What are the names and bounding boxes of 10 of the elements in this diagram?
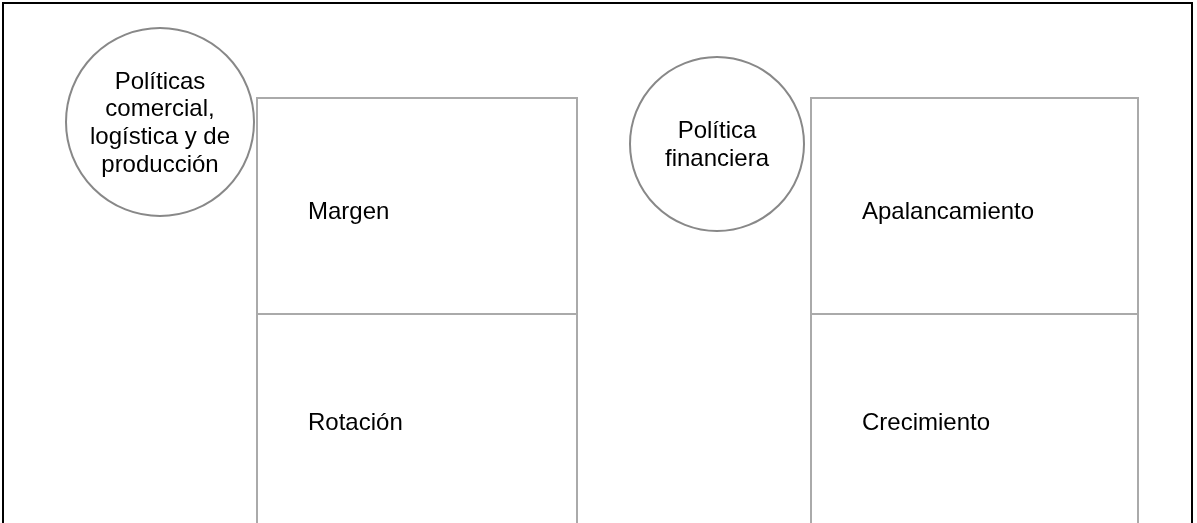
box-label: Margen [308,197,390,225]
concept-box [810,313,1139,523]
concept-box [810,97,1139,315]
concept-box [256,97,578,315]
box-label: Rotación [308,408,403,436]
circle-label: Política financiera [663,116,771,172]
box-label: Crecimiento [862,408,991,436]
circle-label: Políticas comercial, logística y de producción [89,66,231,178]
box-label: Apalancamiento [862,197,1035,225]
concept-box [256,313,578,523]
